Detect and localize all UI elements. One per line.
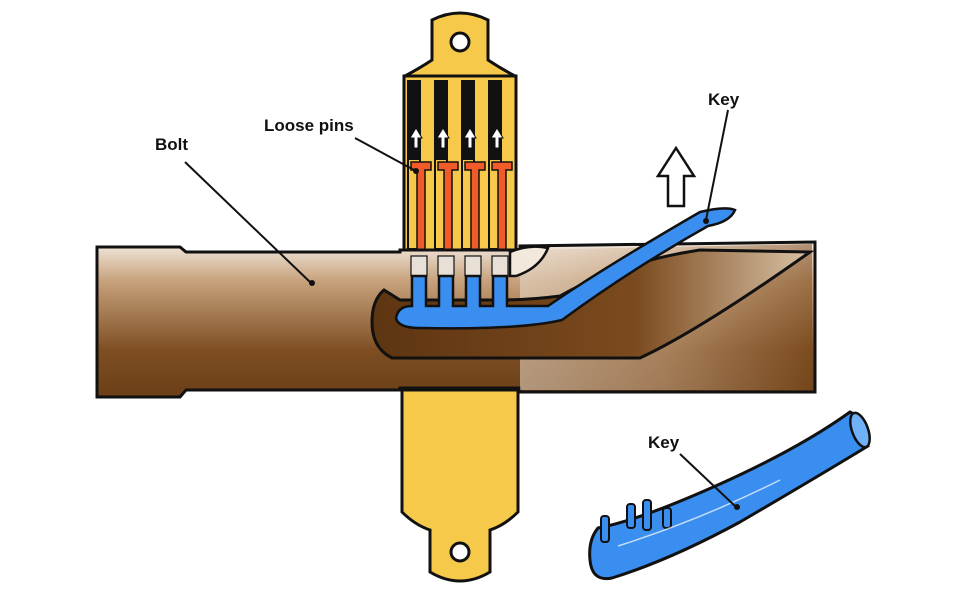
key-pin-studs [600,499,672,543]
leader-dots [309,168,740,510]
key-bottom-leader-line [679,453,736,507]
leader-lines [184,109,736,507]
bolt-leader-line [184,161,311,283]
driver-pins [409,160,500,248]
key-bottom-label: Key [648,433,680,452]
key-pins [410,255,509,277]
bolt-label: Bolt [155,135,188,154]
lock-plate-bottom [400,388,520,583]
loose-pins-label: Loose pins [264,116,354,135]
mounting-hole-top [449,31,471,53]
up-arrow-icon [655,145,697,208]
key-top-leader-line [705,109,729,221]
small-up-arrow-icon [409,127,504,149]
mounting-hole-bottom [449,541,471,563]
key-top-label: Key [708,90,740,109]
key-standalone [588,410,871,581]
loose-pins-leader-line [354,137,415,171]
key-inserted [394,207,737,330]
